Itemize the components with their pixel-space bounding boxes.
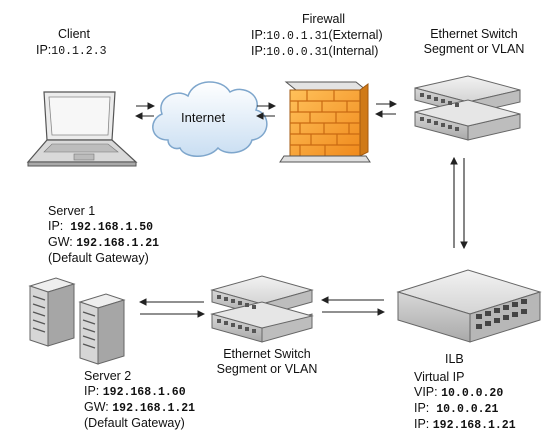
firewall-internal-tag: (Internal) <box>328 44 379 58</box>
ilb-ip2-line: IP: 192.168.1.21 <box>414 417 516 432</box>
server-2-ip: 192.168.1.60 <box>102 386 186 399</box>
ilb-vip: 10.0.0.20 <box>441 387 504 400</box>
server-2-note: (Default Gateway) <box>84 416 185 430</box>
client-ip-label: IP: <box>36 43 52 57</box>
switch-top-label: Ethernet Switch Segment or VLAN <box>421 27 527 57</box>
firewall-internal-ip: 10.0.0.31 <box>266 46 329 59</box>
ilb-ip2: 192.168.1.21 <box>432 419 516 432</box>
firewall-external-ip: 10.0.1.31 <box>266 30 329 43</box>
firewall-ip-label-1: IP: <box>251 28 267 42</box>
internet-cloud-icon <box>152 81 268 157</box>
load-balancer-icon <box>396 269 542 343</box>
firewall-external-tag: (External) <box>328 28 383 42</box>
server-2-gw-line: GW: 192.168.1.21 <box>84 400 196 415</box>
server-1-label: Server 1 IP: 192.168.1.50 GW: 192.168.1.… <box>48 204 159 266</box>
firewall-icon <box>279 81 371 163</box>
server-1-ip-line: IP: 192.168.1.50 <box>48 219 154 234</box>
server-1-title: Server 1 <box>48 204 96 218</box>
client-ip-value: 10.1.2.3 <box>51 45 107 58</box>
server-1-gw-line: GW: 192.168.1.21 <box>48 235 160 250</box>
server-1-icon <box>28 277 76 347</box>
firewall-internal-line: IP:10.0.0.31(Internal) <box>251 44 378 60</box>
laptop-icon <box>26 91 138 167</box>
ethernet-switch-top-icon <box>414 75 521 141</box>
switch-bottom-line1: Ethernet Switch <box>223 347 311 361</box>
switch-bottom-label: Ethernet Switch Segment or VLAN <box>214 347 320 377</box>
firewall-external-line: IP:10.0.1.31(External) <box>251 28 383 44</box>
server-1-ip: 192.168.1.50 <box>70 221 154 234</box>
client-ip-line: IP:10.1.2.3 <box>36 43 107 59</box>
ilb-vip-line: VIP: 10.0.0.20 <box>414 385 504 400</box>
ethernet-switch-bottom-icon <box>210 275 314 343</box>
client-title: Client <box>58 27 90 41</box>
server-1-note: (Default Gateway) <box>48 251 149 265</box>
firewall-ip-label-2: IP: <box>251 44 267 58</box>
server-1-gw: 192.168.1.21 <box>76 237 160 250</box>
internet-label: Internet <box>181 110 226 125</box>
switch-bottom-line2: Segment or VLAN <box>216 362 318 376</box>
server-2-title: Server 2 <box>84 369 132 383</box>
server-2-gw: 192.168.1.21 <box>112 402 196 415</box>
ilb-subtitle: Virtual IP <box>414 370 465 384</box>
ilb-ip1-line: IP: 10.0.0.21 <box>414 401 499 416</box>
server-2-label: Server 2 IP: 192.168.1.60 GW: 192.168.1.… <box>84 369 195 431</box>
firewall-title: Firewall <box>302 12 346 26</box>
ilb-title: ILB <box>445 352 464 366</box>
switch-top-line1: Ethernet Switch <box>430 27 518 41</box>
connection-arrows <box>134 100 468 318</box>
ilb-ip1: 10.0.0.21 <box>436 403 499 416</box>
server-2-icon <box>78 293 126 365</box>
ilb-details: Virtual IP VIP: 10.0.0.20 IP: 10.0.0.21 … <box>414 370 516 433</box>
server-2-ip-line: IP: 192.168.1.60 <box>84 384 186 399</box>
switch-top-line2: Segment or VLAN <box>423 42 525 56</box>
